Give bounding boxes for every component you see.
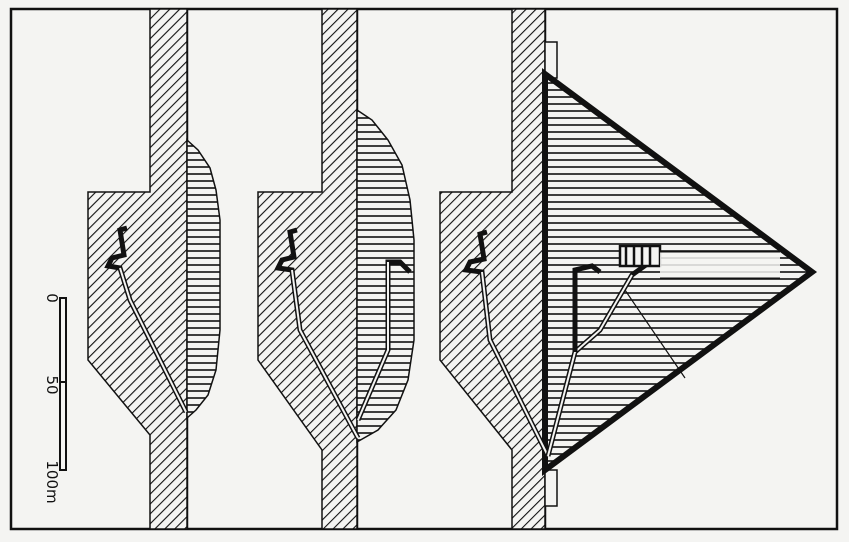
scale-bar: 0 50 100m — [43, 293, 67, 504]
stage-3-bedrock — [439, 8, 546, 530]
scale-bar-ruler — [59, 297, 67, 471]
stage-3-light-shaft — [660, 252, 780, 278]
scale-label-100m: 100m — [43, 460, 61, 503]
scale-label-50: 50 — [43, 375, 61, 394]
stage-2-bedrock — [257, 8, 358, 530]
stage-2-cross-section — [257, 8, 415, 530]
stage-3-base-block-bottom — [544, 469, 558, 507]
diagram-frame — [9, 7, 839, 531]
stage-3-queens-chamber-passage — [572, 263, 602, 352]
stage-1-bedrock — [87, 8, 188, 530]
pyramid-axis-line — [639, 144, 813, 273]
stage-3-kings-chamber — [618, 244, 662, 268]
stage-1-cross-section — [87, 8, 221, 530]
scale-label-0: 0 — [43, 293, 61, 303]
pyramid-inner-line-1 — [624, 289, 686, 379]
stage-1-mound — [186, 138, 221, 420]
stage-3-cross-section — [439, 8, 818, 530]
